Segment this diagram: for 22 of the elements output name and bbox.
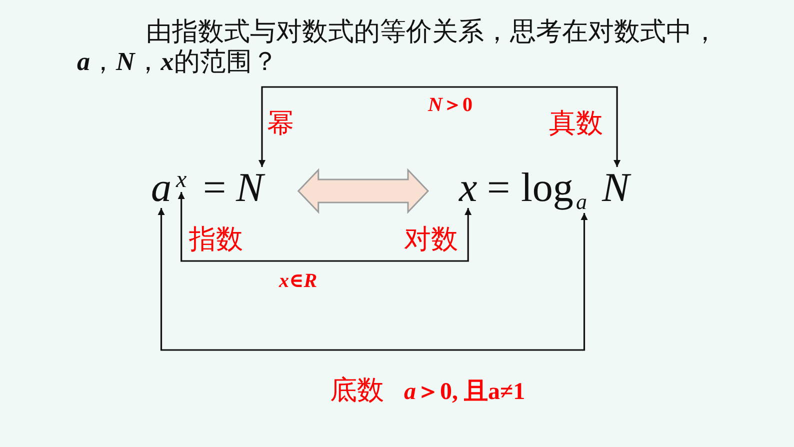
equals-sign: = (487, 167, 510, 208)
part-label: 指数 (189, 226, 243, 253)
edge-label: x∈R (279, 271, 318, 291)
part-label: 底数 (330, 377, 384, 404)
edge-label: a＞0, 且a≠1 (404, 380, 526, 404)
antilogarithm-variable: N (602, 167, 630, 208)
exponent-variable: x (176, 168, 187, 192)
connector-arrow (258, 86, 621, 167)
edge-label: N＞0 (428, 95, 472, 115)
part-label: 幂 (267, 110, 294, 137)
logarithm-variable: x (459, 167, 478, 208)
base-variable: a (151, 167, 172, 208)
equals-sign: = (203, 167, 226, 208)
connector-arrow (158, 208, 588, 351)
part-label: 真数 (549, 110, 603, 137)
part-label: 对数 (404, 226, 458, 253)
question-text: 由指数式与对数式的等价关系，思考在对数式中，a，N，x的范围？ (77, 17, 719, 77)
base-subscript: a (576, 191, 587, 213)
double-arrow (297, 168, 430, 214)
connector-arrow (178, 192, 472, 262)
power-variable: N (236, 167, 264, 208)
log-operator: log (521, 167, 574, 208)
